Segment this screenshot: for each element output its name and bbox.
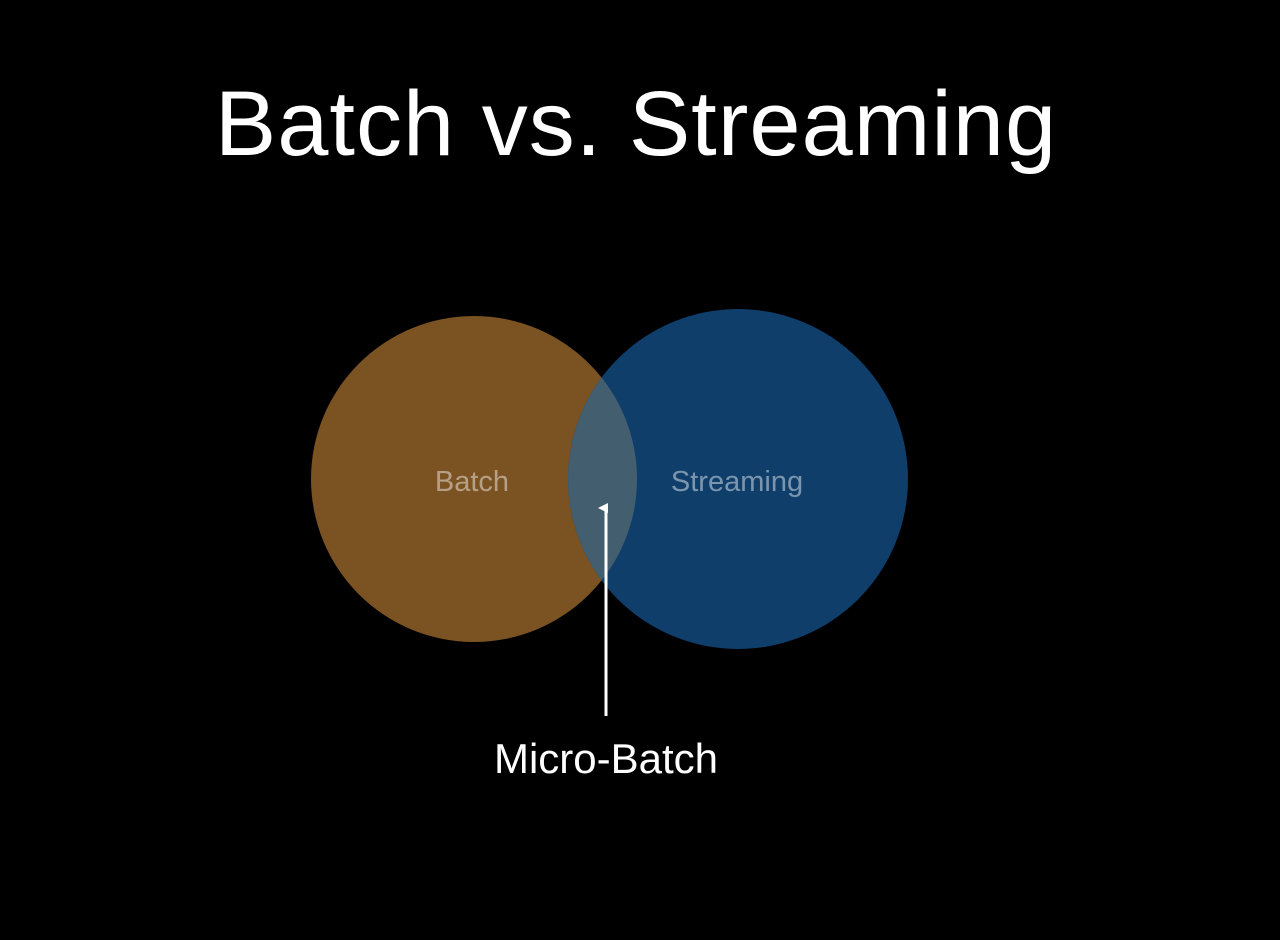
batch-circle bbox=[311, 316, 637, 642]
streaming-circle bbox=[568, 309, 908, 649]
batch-label: Batch bbox=[435, 466, 509, 498]
slide-title: Batch vs. Streaming bbox=[214, 73, 1058, 175]
streaming-label: Streaming bbox=[671, 466, 803, 498]
micro-batch-label: Micro-Batch bbox=[494, 735, 718, 782]
